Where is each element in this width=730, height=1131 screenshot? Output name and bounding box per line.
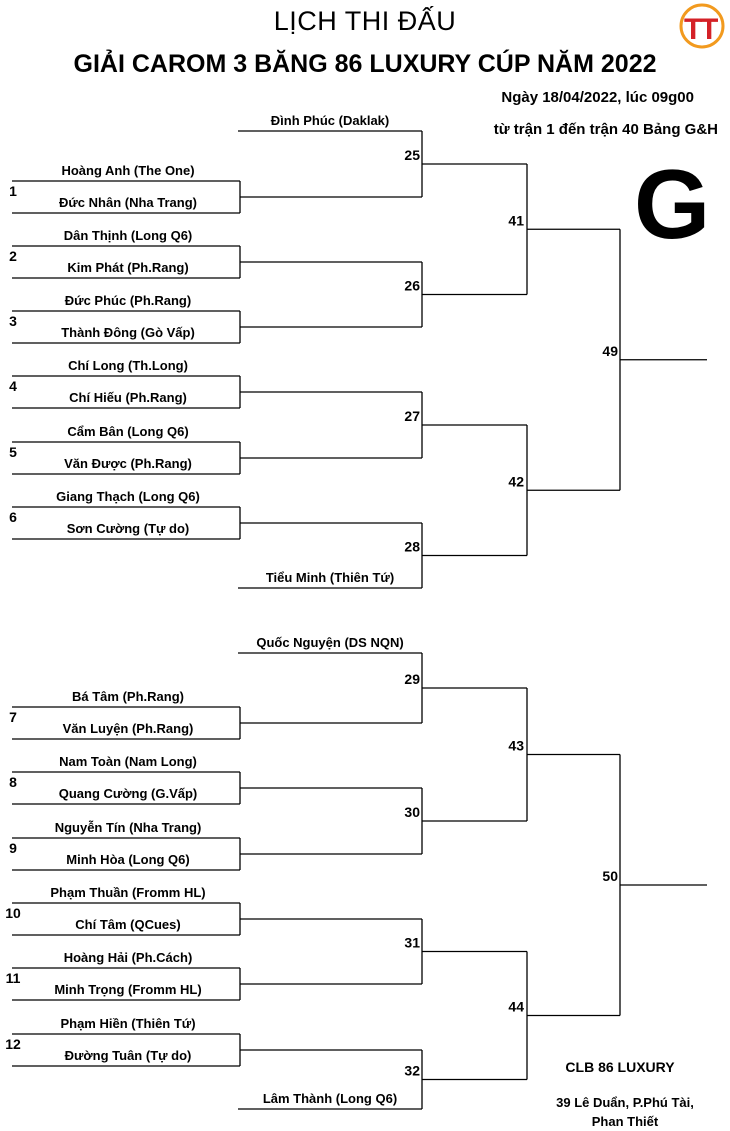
- match-number: 8: [9, 774, 17, 790]
- match-number: 6: [9, 509, 17, 525]
- match-number: 44: [508, 999, 524, 1015]
- address-line-2: Phan Thiết: [591, 1114, 659, 1129]
- player-name: Văn Được (Ph.Rang): [64, 456, 192, 471]
- club-address: 39 Lê Duẩn, P.Phú Tài, Phan Thiết: [530, 1093, 720, 1131]
- player-name: Đường Tuân (Tự do): [65, 1048, 192, 1063]
- match-number: 43: [508, 738, 524, 754]
- player-name: Văn Luyện (Ph.Rang): [63, 721, 194, 736]
- player-name: Phạm Thuần (Fromm HL): [50, 885, 205, 900]
- player-name: Tiểu Minh (Thiên Tứ): [266, 570, 394, 585]
- match-number: 10: [5, 905, 21, 921]
- player-name: Chí Long (Th.Long): [68, 358, 188, 373]
- match-number: 9: [9, 840, 17, 856]
- player-name: Nguyễn Tín (Nha Trang): [55, 820, 202, 835]
- page-title: LỊCH THI ĐẤU: [273, 6, 457, 36]
- match-number: 28: [404, 539, 420, 555]
- player-name: Thành Đông (Gò Vấp): [61, 325, 195, 340]
- player-name: Minh Hòa (Long Q6): [66, 852, 189, 867]
- player-name: Sơn Cường (Tự do): [67, 521, 190, 536]
- player-name: Bá Tâm (Ph.Rang): [72, 689, 184, 704]
- match-number: 50: [602, 868, 618, 884]
- match-number: 49: [602, 343, 618, 359]
- match-number: 31: [404, 935, 420, 951]
- match-number: 29: [404, 671, 420, 687]
- group-letter: G: [634, 149, 711, 259]
- match-number: 7: [9, 709, 17, 725]
- player-name: Lâm Thành (Long Q6): [263, 1091, 397, 1106]
- player-name: Quang Cường (G.Vấp): [59, 786, 198, 801]
- match-number: 25: [404, 147, 420, 163]
- player-name: Chí Tâm (QCues): [75, 917, 180, 932]
- player-name: Kim Phát (Ph.Rang): [67, 260, 188, 275]
- player-name: Hoàng Anh (The One): [61, 163, 194, 178]
- player-name: Giang Thạch (Long Q6): [56, 489, 200, 504]
- match-number: 4: [9, 378, 17, 394]
- match-number: 12: [5, 1036, 21, 1052]
- player-name: Hoàng Hải (Ph.Cách): [64, 950, 193, 965]
- tournament-name: GIẢI CAROM 3 BĂNG 86 LUXURY CÚP NĂM 2022: [73, 50, 657, 78]
- club-name: CLB 86 LUXURY: [565, 1059, 675, 1075]
- match-range: từ trận 1 đến trận 40 Bảng G&H: [493, 121, 718, 138]
- svg-text:T: T: [700, 13, 718, 46]
- player-name: Đức Nhân (Nha Trang): [59, 195, 197, 210]
- player-name: Phạm Hiền (Thiên Tứ): [60, 1016, 195, 1031]
- match-number: 5: [9, 444, 17, 460]
- player-name: Cẩm Bân (Long Q6): [67, 424, 188, 439]
- player-name: Nam Toàn (Nam Long): [59, 754, 197, 769]
- match-number: 11: [6, 970, 21, 986]
- player-name: Dân Thịnh (Long Q6): [64, 228, 193, 243]
- match-number: 42: [508, 473, 524, 489]
- player-name: Minh Trọng (Fromm HL): [54, 982, 201, 997]
- match-number: 26: [404, 278, 420, 294]
- player-name: Đình Phúc (Daklak): [271, 113, 389, 128]
- player-name: Chí Hiếu (Ph.Rang): [69, 390, 187, 405]
- schedule-date: Ngày 18/04/2022, lúc 09g00: [501, 89, 694, 106]
- match-number: 27: [404, 408, 420, 424]
- match-number: 32: [404, 1063, 420, 1079]
- match-number: 30: [404, 804, 420, 820]
- tt-logo-icon: T T: [679, 3, 725, 49]
- svg-text:T: T: [684, 13, 702, 46]
- address-line-1: 39 Lê Duẩn, P.Phú Tài,: [556, 1095, 694, 1110]
- match-number: 1: [9, 183, 17, 199]
- player-name: Đức Phúc (Ph.Rang): [65, 293, 191, 308]
- player-name: Quốc Nguyện (DS NQN): [256, 635, 403, 650]
- match-number: 2: [9, 248, 17, 264]
- match-number: 3: [9, 313, 17, 329]
- match-number: 41: [508, 212, 524, 228]
